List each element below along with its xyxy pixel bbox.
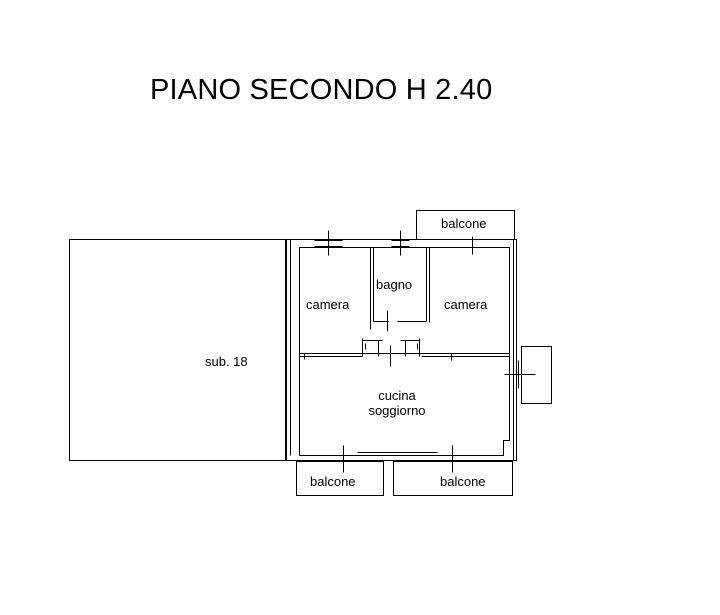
outer-wall	[286, 239, 517, 461]
label-balcone-bottom-right: balcone	[440, 474, 486, 489]
label-balcone-bottom-left: balcone	[310, 474, 356, 489]
room-label-sub18: sub. 18	[205, 354, 248, 369]
room-label-cucina-soggiorno: cucina soggiorno	[365, 388, 429, 418]
balcone-bottom-right-outline	[393, 461, 513, 496]
inner-wall	[299, 247, 510, 456]
room-label-camera-left: camera	[306, 297, 350, 312]
balcone-top-outline	[416, 210, 515, 240]
room-label-cucina: cucina	[378, 388, 416, 403]
room-label-camera-right: camera	[444, 297, 488, 312]
balcone-bottom-left-outline	[296, 461, 384, 496]
plan-title: PIANO SECONDO H 2.40	[150, 74, 493, 106]
label-balcone-top: balcone	[441, 216, 487, 231]
room-label-soggiorno: soggiorno	[368, 403, 426, 418]
room-label-bagno: bagno	[376, 277, 413, 292]
sub18-outline	[69, 239, 286, 461]
